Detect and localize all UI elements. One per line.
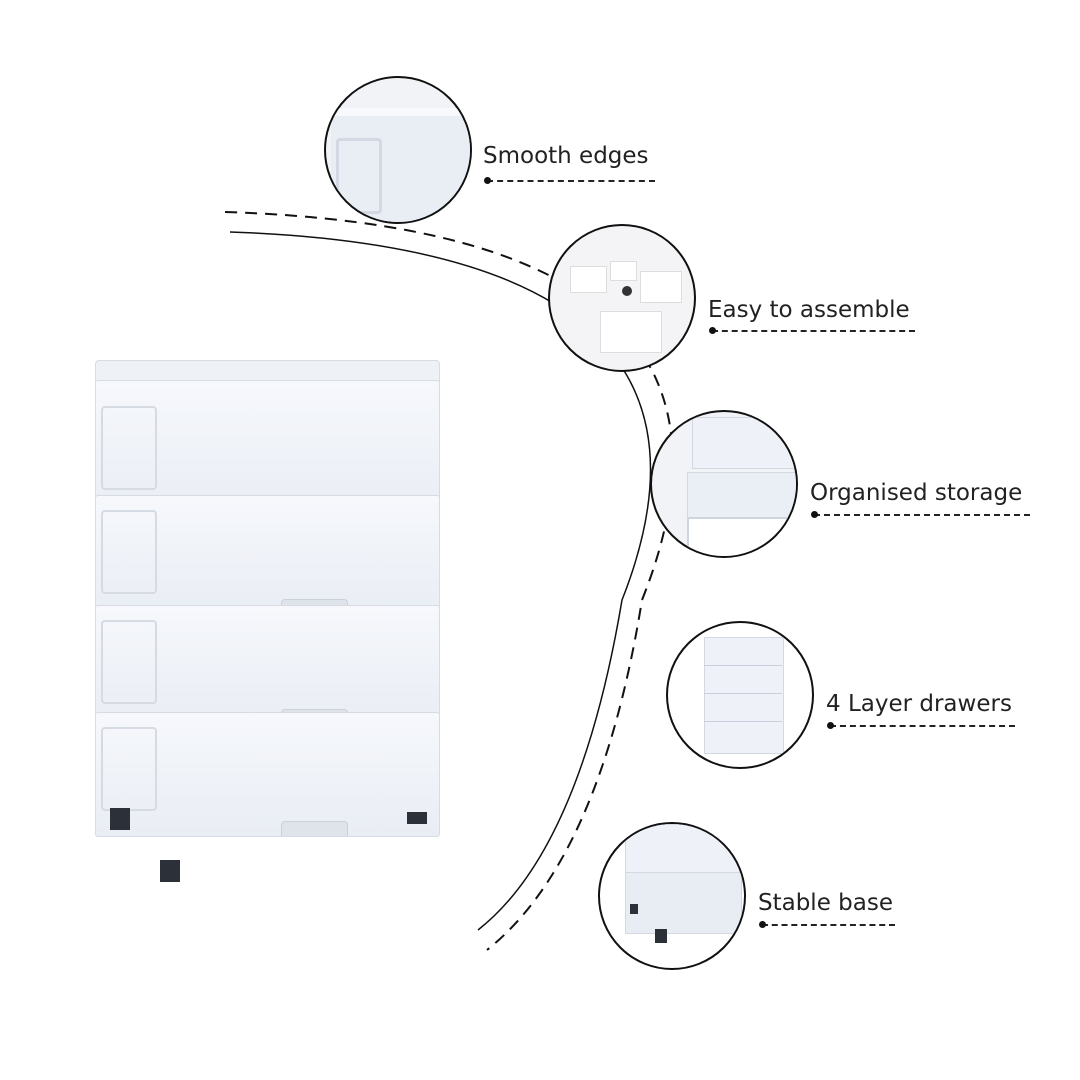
feature-label: Easy to assemble [708,297,910,323]
leg [407,812,427,824]
feature-label: Stable base [758,890,893,916]
leader-line [709,327,915,334]
leg [160,860,180,882]
smooth-edges-image [324,76,472,224]
stable-base-image [598,822,746,970]
leader-line [484,177,655,184]
leg [110,808,130,830]
drawer-cabinet-image [95,360,440,890]
feature-label: Smooth edges [483,143,649,169]
drawer-4 [95,712,440,837]
cabinet-top [95,360,440,382]
leader-line [759,921,895,928]
drawer-3 [95,605,440,725]
easy-to-assemble-image [548,224,696,372]
feature-label: Organised storage [810,480,1023,506]
four-layer-drawers-image [666,621,814,769]
drawer-2 [95,495,440,615]
feature-label: 4 Layer drawers [826,691,1012,717]
organised-storage-image [650,410,798,558]
leader-line [827,722,1015,729]
solid-arc [229,231,652,931]
leader-line [811,511,1030,518]
